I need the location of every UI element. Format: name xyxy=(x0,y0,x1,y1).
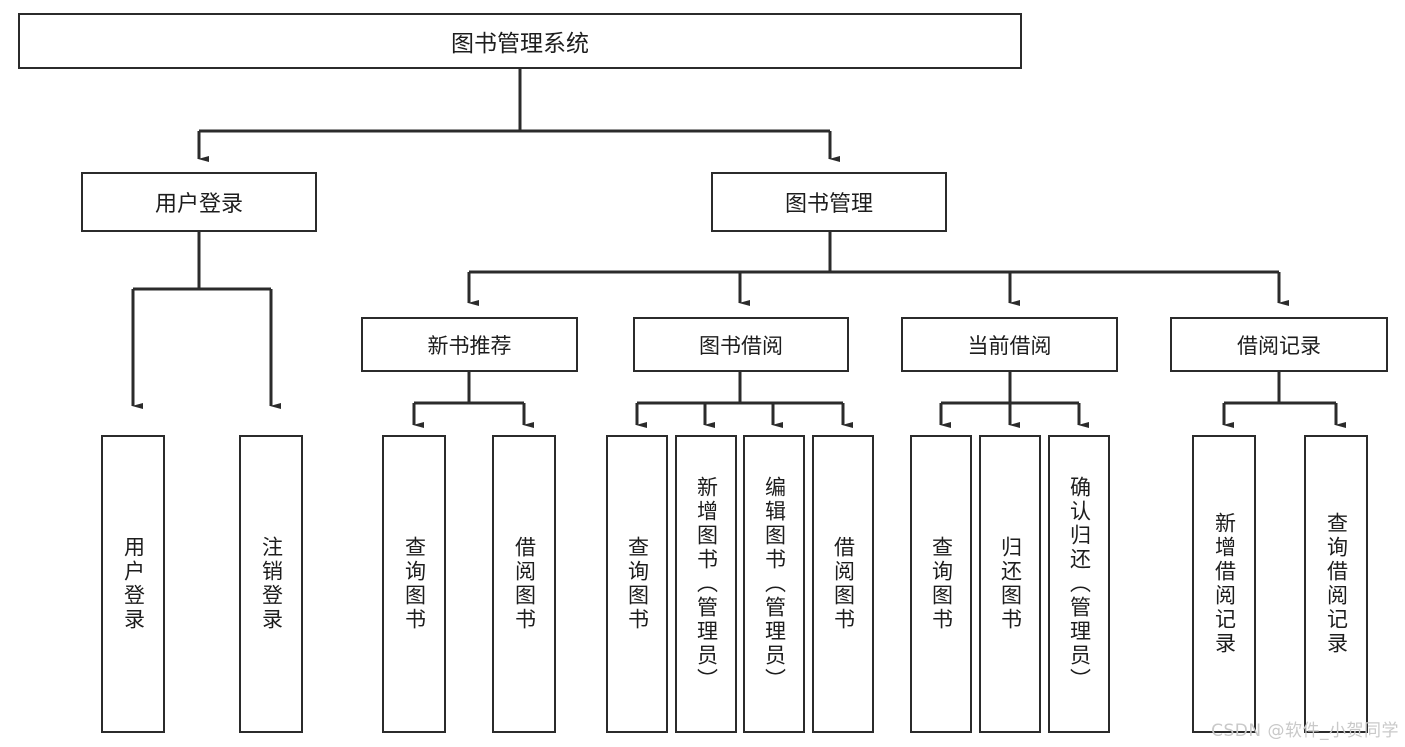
node-label: 查询图书 xyxy=(625,536,650,632)
leaf-user-logout[interactable]: 注销登录 xyxy=(239,435,303,733)
node-user-login[interactable]: 用户登录 xyxy=(81,172,317,232)
node-label: 新增图书（管理员） xyxy=(694,476,719,692)
node-new-book-recommend[interactable]: 新书推荐 xyxy=(361,317,578,372)
leaf-confirm-return-admin[interactable]: 确认归还（管理员） xyxy=(1048,435,1110,733)
node-label: 当前借阅 xyxy=(967,333,1052,358)
leaf-edit-book-admin[interactable]: 编辑图书（管理员） xyxy=(743,435,805,733)
node-label: 用户登录 xyxy=(154,192,243,217)
node-label: 查询借阅记录 xyxy=(1324,512,1349,656)
leaf-query-book-borrow[interactable]: 查询图书 xyxy=(606,435,668,733)
node-book-management[interactable]: 图书管理 xyxy=(711,172,947,232)
leaf-borrow-book[interactable]: 借阅图书 xyxy=(812,435,874,733)
node-current-borrow[interactable]: 当前借阅 xyxy=(901,317,1118,372)
leaf-add-borrow-record[interactable]: 新增借阅记录 xyxy=(1192,435,1256,733)
node-label: 图书管理系统 xyxy=(451,31,589,57)
leaf-add-book-admin[interactable]: 新增图书（管理员） xyxy=(675,435,737,733)
csdn-watermark: CSDN @软件_小贺同学 xyxy=(1211,721,1399,741)
node-label: 图书借阅 xyxy=(699,333,783,358)
node-label: 新书推荐 xyxy=(427,333,512,358)
node-label: 查询图书 xyxy=(402,536,427,632)
leaf-query-borrow-record[interactable]: 查询借阅记录 xyxy=(1304,435,1368,733)
leaf-return-book[interactable]: 归还图书 xyxy=(979,435,1041,733)
node-label: 借阅图书 xyxy=(831,536,856,632)
leaf-borrow-book-recommend[interactable]: 借阅图书 xyxy=(492,435,556,733)
node-label: 用户登录 xyxy=(121,536,146,632)
node-book-borrow[interactable]: 图书借阅 xyxy=(633,317,849,372)
node-label: 查询图书 xyxy=(929,536,954,632)
node-root-system[interactable]: 图书管理系统 xyxy=(18,13,1022,69)
leaf-user-login[interactable]: 用户登录 xyxy=(101,435,165,733)
node-label: 确认归还（管理员） xyxy=(1067,476,1092,692)
node-borrow-record[interactable]: 借阅记录 xyxy=(1170,317,1388,372)
node-label: 借阅记录 xyxy=(1237,333,1321,358)
leaf-query-book-recommend[interactable]: 查询图书 xyxy=(382,435,446,733)
node-label: 借阅图书 xyxy=(512,536,537,632)
node-label: 图书管理 xyxy=(784,192,873,217)
node-label: 归还图书 xyxy=(998,536,1023,632)
node-label: 新增借阅记录 xyxy=(1212,512,1237,656)
node-label: 编辑图书（管理员） xyxy=(762,476,787,692)
leaf-query-book-current[interactable]: 查询图书 xyxy=(910,435,972,733)
node-label: 注销登录 xyxy=(259,536,284,632)
